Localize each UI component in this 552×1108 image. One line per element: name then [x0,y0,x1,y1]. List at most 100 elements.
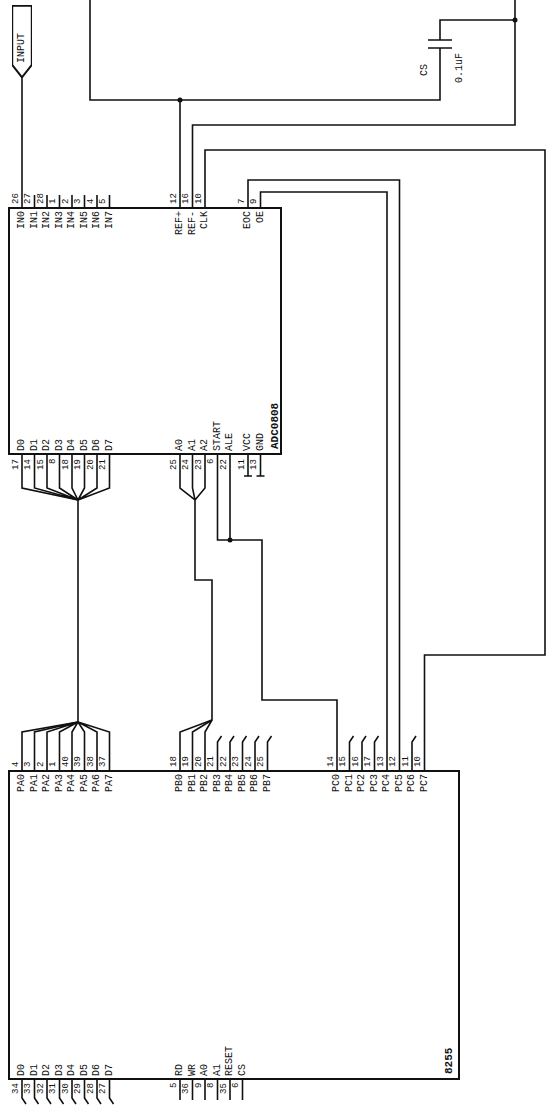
pin-name: IN1 [30,211,40,229]
pin-number: 26 [12,193,21,204]
pin-name: PC4 [382,774,392,792]
pin-number: 34 [12,1083,21,1094]
pin-number: 30 [62,1083,71,1094]
pin-number: 3 [24,762,33,767]
pin-number: 8 [49,459,58,464]
pin-name: PB0 [175,774,185,792]
pin-number: 21 [99,459,108,470]
pin-number: 31 [49,1083,58,1094]
pin-number: 37 [99,756,108,767]
pin-name: D5 [80,439,90,451]
pin-stubs [22,195,416,1104]
pin-name: EOC [243,211,253,229]
pin-name: RD [175,1064,185,1076]
pin-number: 4 [87,199,96,204]
pin-number: 23 [232,756,241,767]
pin-number: 32 [37,1083,46,1094]
pin-name: PB5 [238,774,248,792]
pin-number: 24 [245,756,254,767]
connector-wire [218,455,338,770]
pin-name: 0.1uF [455,53,465,83]
pin-number: 27 [24,193,33,204]
pin-name: OE [256,211,266,223]
pin-number: 9 [195,1083,204,1088]
pin-number: 14 [24,459,33,470]
pin-number: 1 [49,762,58,767]
pin-number: 2 [37,762,46,767]
pin-number: 7 [238,199,247,204]
pin-number: 29 [74,1083,83,1094]
pin-name: D7 [105,1064,115,1076]
pin-name: D4 [67,1064,77,1076]
pin-number: 21 [207,756,216,767]
pin-number: 20 [87,459,96,470]
connector-wire [22,455,78,770]
pin-name: IN7 [105,211,115,229]
pin-number: 4 [12,762,21,767]
pin-number: 13 [377,756,386,767]
chip-name: 8255 [444,1048,455,1074]
pin-number: 28 [37,193,46,204]
pin-number: 14 [327,756,336,767]
pin-number: 16 [182,193,191,204]
pin-name: PA5 [80,774,90,792]
junction-dot [513,18,518,23]
pin-name: D0 [17,1064,27,1076]
pin-name: PA4 [67,774,77,792]
pin-name: PC7 [420,774,430,792]
pin-name: IN3 [55,211,65,229]
pin-number: 38 [87,756,96,767]
pin-name: A2 [200,439,210,451]
pin-number: 10 [414,756,423,767]
pin-number: 5 [99,199,108,204]
pin-name: PB1 [188,774,198,792]
pin-name: WR [188,1064,198,1076]
pin-number: 20 [195,756,204,767]
pin-name: PB6 [250,774,260,792]
pin-number: 19 [182,756,191,767]
pin-number: 3 [74,199,83,204]
pin-number: 12 [170,193,179,204]
pin-number: 9 [250,199,259,204]
pin-name: PA6 [92,774,102,792]
pin-number: 19 [74,459,83,470]
pin-name: IN2 [42,211,52,229]
pin-number: 10 [195,193,204,204]
pin-name: PA7 [105,774,115,792]
pin-number: 25 [170,459,179,470]
chip-box: 8255 [8,770,460,1080]
pin-name: A1 [213,1064,223,1076]
pin-number: 5 [170,1083,179,1088]
pin-name: PB3 [213,774,223,792]
pin-name: REF- [188,211,198,235]
pin-name: PA3 [55,774,65,792]
pin-name: GND [256,433,266,451]
pin-name: PA0 [17,774,27,792]
pin-name: PC6 [407,774,417,792]
pin-name: IN4 [67,211,77,229]
pin-name: D6 [92,439,102,451]
pin-number: 23 [195,459,204,470]
pin-number: 6 [207,459,216,464]
pin-name: PC3 [370,774,380,792]
pin-name: D3 [55,439,65,451]
pin-name: RESET [225,1046,235,1076]
tag-label: INPUT [17,33,27,63]
pin-name: PA1 [30,774,40,792]
pin-number: 18 [62,459,71,470]
pin-name: CS [238,1064,248,1076]
pin-name: PC0 [332,774,342,792]
pin-number: 6 [232,1083,241,1088]
pin-name: IN5 [80,211,90,229]
tag-shape [12,6,32,78]
pin-name: START [213,421,223,451]
pin-name: D0 [17,439,27,451]
connectors [22,78,400,770]
pin-name: PC1 [345,774,355,792]
pin-name: PA2 [42,774,52,792]
pin-name: PB7 [263,774,273,792]
pin-name: ALE [225,433,235,451]
pin-number: 12 [389,756,398,767]
